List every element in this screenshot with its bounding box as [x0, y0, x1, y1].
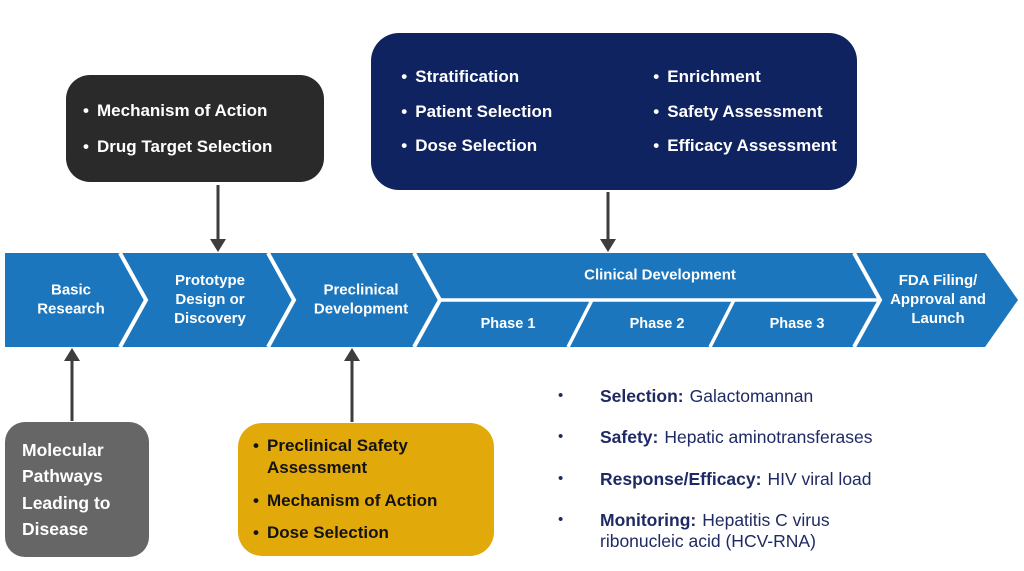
arrowhead-down-icon: [600, 239, 616, 252]
phase-2-label: Phase 2: [629, 315, 685, 332]
callout-item: • Dose Selection: [253, 522, 482, 544]
clinical-topics-column-1: • Stratification • Patient Selection • D…: [401, 66, 653, 157]
list-item: • Safety:Hepatic aminotransferases: [558, 427, 988, 448]
segment-fda-filing: FDA Filing/ Approval and Launch: [890, 271, 986, 327]
callout-item: • Efficacy Assessment: [653, 135, 836, 157]
bullet-icon: •: [653, 66, 660, 86]
bullet-icon: •: [83, 136, 89, 156]
bullet-icon: •: [653, 136, 660, 156]
callout-item: • Stratification: [401, 66, 653, 88]
bullet-icon: •: [253, 436, 259, 455]
callout-item-text: Mechanism of Action: [267, 490, 438, 510]
callout-discovery-targets: • Mechanism of Action • Drug Target Sele…: [66, 75, 324, 182]
biomarker-label: Response/Efficacy:: [600, 468, 762, 489]
list-item: • Selection:Galactomannan: [558, 386, 988, 407]
callout-item-text: Dose Selection: [267, 523, 389, 543]
bullet-icon: •: [558, 469, 564, 487]
biomarker-text: Monitoring:Hepatitis C virus ribonucleic…: [600, 510, 918, 553]
connector-arrowheads: [64, 239, 616, 361]
callout-item-text: Enrichment: [667, 66, 761, 86]
biomarker-text: Response/Efficacy:HIV viral load: [600, 469, 918, 490]
callout-preclinical-topics: • Preclinical Safety Assessment • Mechan…: [238, 423, 494, 556]
phase-1-label: Phase 1: [480, 315, 536, 332]
biomarker-value: Hepatitis C virus ribonucleic acid (HCV-…: [600, 510, 830, 552]
connector-arrows: [70, 185, 610, 422]
callout-item: • Safety Assessment: [653, 101, 836, 123]
bullet-icon: •: [253, 490, 259, 510]
callout-item-text: Dose Selection: [415, 136, 538, 156]
biomarker-text: Selection:Galactomannan: [600, 386, 918, 407]
callout-item: • Enrichment: [653, 66, 836, 88]
callout-item-text: Patient Selection: [415, 101, 553, 121]
clinical-topics-column-2: • Enrichment • Safety Assessment • Effic…: [653, 66, 836, 157]
bullet-icon: •: [558, 387, 564, 404]
arrowhead-up-icon: [64, 348, 80, 361]
callout-item: • Mechanism of Action: [83, 100, 314, 122]
bullet-icon: •: [401, 66, 408, 86]
callout-clinical-topics: • Stratification • Patient Selection • D…: [371, 33, 857, 190]
bullet-icon: •: [401, 101, 408, 121]
segment-prototype-design: Prototype Design or Discovery: [174, 271, 246, 327]
callout-item-text: Preclinical Safety Assessment: [267, 436, 408, 477]
callout-molecular-pathways: Molecular Pathways Leading to Disease: [5, 422, 149, 557]
callout-item: • Mechanism of Action: [253, 490, 482, 512]
bullet-icon: •: [83, 100, 89, 120]
bullet-icon: •: [653, 101, 660, 121]
segment-separator-1: [118, 252, 149, 348]
callout-item-text: Safety Assessment: [667, 101, 823, 121]
callout-item: • Preclinical Safety Assessment: [253, 435, 482, 479]
biomarker-value: Galactomannan: [689, 386, 814, 406]
bullet-icon: •: [558, 511, 564, 529]
phase-separator-2: [708, 299, 736, 348]
callout-item: • Patient Selection: [401, 101, 653, 123]
arrowhead-up-icon: [344, 348, 360, 361]
list-item: • Response/Efficacy:HIV viral load: [558, 469, 988, 490]
bullet-icon: •: [401, 136, 408, 156]
bullet-icon: •: [253, 523, 259, 543]
segment-basic-research: Basic Research: [37, 281, 105, 317]
callout-item-text: Molecular Pathways Leading to Disease: [22, 440, 111, 539]
phase-separator-1: [566, 299, 594, 348]
segment-preclinical-development: Preclinical Development: [313, 281, 409, 317]
biomarker-value: HIV viral load: [767, 468, 872, 489]
biomarker-label: Selection:: [600, 386, 684, 406]
callout-item-text: Stratification: [415, 66, 520, 86]
biomarker-label: Monitoring:: [600, 510, 697, 531]
callout-item: • Dose Selection: [401, 135, 653, 157]
biomarker-label: Safety:: [600, 427, 659, 448]
arrowhead-down-icon: [210, 239, 226, 252]
biomarker-value: Hepatic aminotransferases: [664, 427, 873, 448]
biomarker-examples-list: • Selection:Galactomannan • Safety:Hepat…: [558, 386, 988, 571]
biomarker-text: Safety:Hepatic aminotransferases: [600, 427, 918, 448]
phase-3-label: Phase 3: [769, 315, 825, 332]
callout-item: • Drug Target Selection: [83, 136, 314, 158]
callout-item-text: Mechanism of Action: [97, 100, 268, 120]
segment-clinical-development: Clinical Development: [584, 266, 736, 284]
callout-item-text: Efficacy Assessment: [667, 136, 837, 156]
callout-item-text: Drug Target Selection: [97, 136, 273, 156]
bullet-icon: •: [558, 428, 564, 446]
list-item: • Monitoring:Hepatitis C virus ribonucle…: [558, 510, 988, 553]
segment-separator-2: [266, 252, 297, 348]
